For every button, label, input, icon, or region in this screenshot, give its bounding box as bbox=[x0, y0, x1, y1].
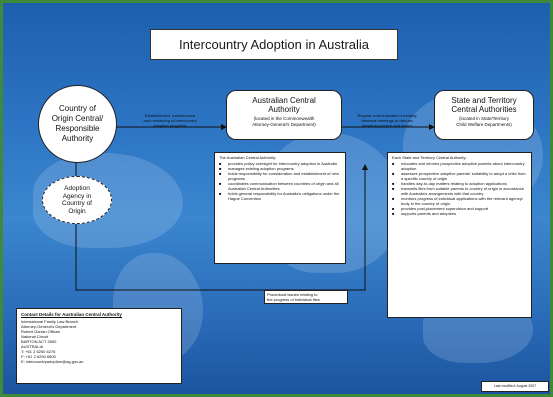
state-duties-heading: Each State and Territory Central Authori… bbox=[392, 155, 467, 160]
procedural-issues-label: Procedural issues relating to the progre… bbox=[264, 290, 348, 304]
state-duty-item: assesses prospective adoptive parents' s… bbox=[392, 171, 527, 181]
contact-line: National Circuit bbox=[21, 334, 49, 339]
contact-line: BARTON ACT 2600 bbox=[21, 339, 57, 344]
country-origin-label-4: Authority bbox=[61, 134, 94, 143]
diagram-title: Intercountry Adoption in Australia bbox=[150, 29, 398, 60]
country-origin-label-2: Origin Central/ bbox=[51, 114, 104, 123]
edge-label-communication-3: adoption practice and issues bbox=[361, 123, 413, 128]
adoption-agency-label-2: Agency in bbox=[62, 192, 92, 200]
procedural-issues-line-2: the progress of individual files bbox=[267, 297, 320, 302]
australian-central-authority-node: Australian Central Authority (located in… bbox=[226, 90, 342, 140]
adoption-agency-label-3: Country of bbox=[62, 200, 92, 207]
acentral-duty-item: manages existing adoption programs bbox=[219, 166, 341, 171]
state-sub-2: Child Welfare Departments) bbox=[456, 122, 512, 127]
acentral-duties-heading: The Australian Central Authority: bbox=[219, 155, 277, 160]
contact-line: E: intercountryadoption@ag.gov.au bbox=[21, 359, 84, 364]
contact-details-box: Contact Details for Australian Central A… bbox=[16, 308, 182, 384]
edge-label-communication-2: biannual meetings to discuss bbox=[361, 118, 413, 123]
adoption-agency-label-1: Adoption bbox=[64, 185, 90, 192]
contact-line: F: +61 2 6250 6600 bbox=[21, 354, 56, 359]
contact-line: Robert Garran Offices bbox=[21, 329, 61, 334]
state-central-authorities-node: State and Territory Central Authorities … bbox=[434, 90, 534, 140]
acentral-duty-item: holds general responsibility for Austral… bbox=[219, 191, 341, 201]
contact-heading: Contact Details for Australian Central A… bbox=[21, 312, 122, 317]
state-duties-box: Each State and Territory Central Authori… bbox=[387, 152, 532, 318]
acentral-duty-item: holds responsibility for consideration a… bbox=[219, 171, 341, 181]
contact-line: Attorney-General's Department bbox=[21, 324, 77, 329]
state-sub-1: (located in State/Territory bbox=[458, 116, 510, 121]
acentral-duty-item: provides policy oversight for intercount… bbox=[219, 161, 341, 166]
contact-line: T: +61 2 6250 6276 bbox=[21, 349, 56, 354]
edge-label-programs: Establishment, maintenance and monitorin… bbox=[120, 113, 220, 128]
acentral-sub-2: Attorney-General's Department) bbox=[252, 122, 316, 127]
last-modified-label: Last modified: August 2007 bbox=[481, 381, 549, 392]
state-duty-item: handles day-to-day matters relating to a… bbox=[392, 181, 527, 186]
acentral-name-2: Authority bbox=[268, 105, 300, 114]
country-origin-label-3: Responsible bbox=[55, 124, 100, 133]
contact-line: AUSTRALIA bbox=[21, 344, 44, 349]
procedural-issues-line-1: Procedural issues relating to bbox=[267, 292, 318, 297]
adoption-agency-label-4: Origin bbox=[68, 207, 86, 215]
contact-line: International Family Law Branch bbox=[21, 319, 79, 324]
acentral-name-1: Australian Central bbox=[252, 96, 316, 105]
adoption-agency-node: Adoption Agency in Country of Origin bbox=[42, 176, 112, 224]
edge-agency-state bbox=[73, 164, 368, 291]
edge-label-programs-1: Establishment, maintenance bbox=[144, 113, 196, 118]
country-origin-node: Country of Origin Central/ Responsible A… bbox=[38, 85, 117, 163]
acentral-sub-1: (located in the Commonwealth bbox=[253, 116, 315, 121]
country-origin-label-1: Country of bbox=[59, 104, 96, 113]
state-duty-item: provides post-placement supervision and … bbox=[392, 206, 527, 211]
edge-label-communication-1: Regular communication including bbox=[357, 113, 417, 118]
state-name-2: Central Authorities bbox=[451, 105, 517, 114]
state-duty-item: monitors progress of individual applicat… bbox=[392, 196, 527, 206]
acentral-duties-box: The Australian Central Authority: provid… bbox=[214, 152, 346, 264]
acentral-duty-item: coordinates communication between countr… bbox=[219, 181, 341, 191]
state-duty-item: educates and informs prospective adoptiv… bbox=[392, 161, 527, 171]
edge-label-programs-3: adoption programs bbox=[153, 123, 187, 128]
state-duty-item: supports parents and adoptees bbox=[392, 211, 527, 216]
edge-label-communication: Regular communication including biannual… bbox=[341, 113, 433, 128]
state-duty-item: transmits files from suitable parents to… bbox=[392, 186, 527, 196]
edge-label-programs-2: and monitoring of intercountry bbox=[143, 118, 197, 123]
state-name-1: State and Territory bbox=[451, 96, 517, 105]
